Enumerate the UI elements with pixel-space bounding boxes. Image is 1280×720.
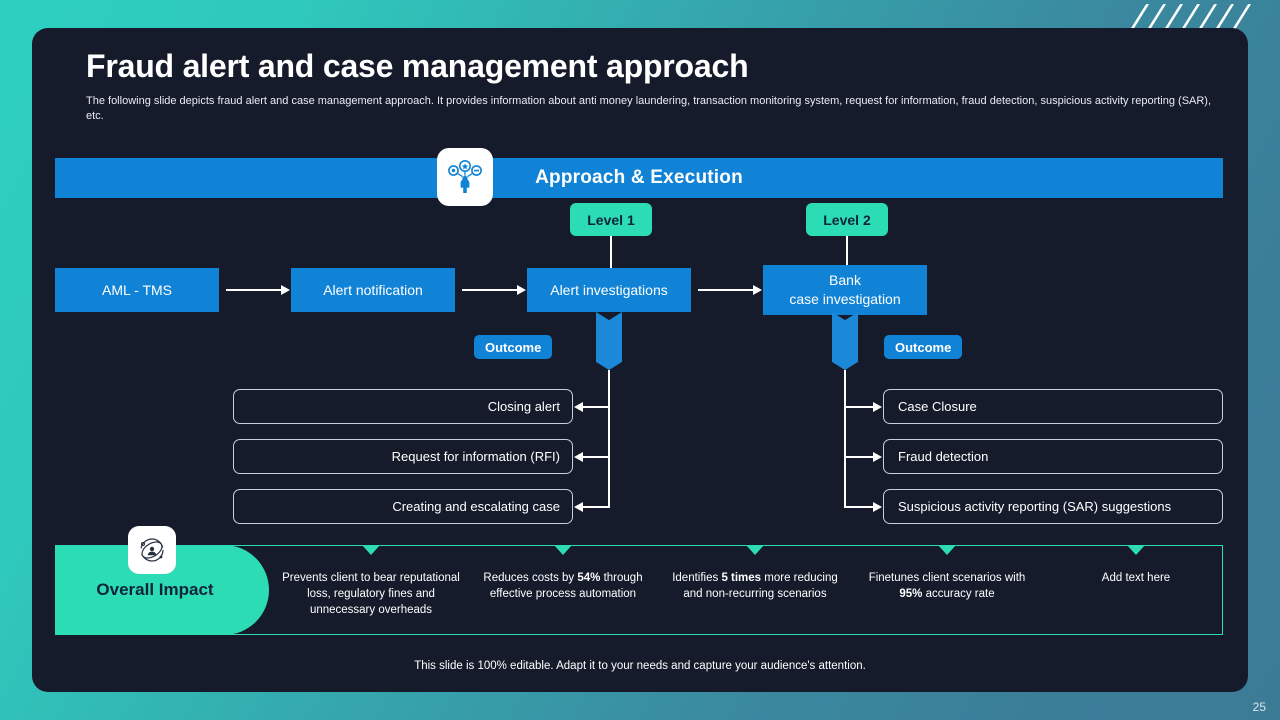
- process-box-alert-notification[interactable]: Alert notification: [291, 268, 455, 312]
- left-branch-arrow-2: [574, 453, 609, 461]
- level-badge-1[interactable]: Level 1: [570, 203, 652, 236]
- outcome-badge-right: Outcome: [884, 335, 963, 359]
- footer-note: This slide is 100% editable. Adapt it to…: [414, 660, 866, 672]
- right-branch-arrow-2: [844, 453, 882, 461]
- flow-arrow-2: [462, 285, 526, 295]
- right-outcome-box-1[interactable]: Case Closure: [883, 389, 1223, 424]
- flow-arrow-3: [698, 285, 762, 295]
- process-box-aml-tms-label: AML - TMS: [101, 281, 172, 298]
- outcome-badge-left: Outcome: [474, 335, 553, 359]
- impact-item-3: Identifies 5 times more reducing and non…: [664, 545, 846, 635]
- decorative-stripes: [1129, 4, 1258, 30]
- right-outcome-box-3-label: Suspicious activity reporting (SAR) sugg…: [898, 499, 1172, 514]
- approach-banner-label: Approach & Execution: [535, 167, 743, 188]
- process-box-alert-investigations-label: Alert investigations: [550, 281, 668, 298]
- impact-item-2-post: through effective process automation: [489, 572, 643, 600]
- right-outcome-box-3[interactable]: Suspicious activity reporting (SAR) sugg…: [883, 489, 1223, 524]
- impact-item-2: Reduces costs by 54% through effective p…: [472, 545, 654, 635]
- target-orbit-icon: [128, 526, 176, 574]
- outcome-badge-right-label: Outcome: [895, 339, 952, 355]
- impact-item-4: Finetunes client scenarios with 95% accu…: [856, 545, 1038, 635]
- impact-item-3-post: more reducing and non-recurring scenario…: [683, 572, 838, 600]
- right-branch-arrow-3: [844, 503, 882, 511]
- chevron-down-icon-left: [596, 312, 622, 370]
- slide-canvas: Fraud alert and case management approach…: [32, 28, 1248, 692]
- level-badge-2-label: Level 2: [823, 211, 871, 228]
- page-number: 25: [1252, 700, 1266, 714]
- outcome-badge-left-label: Outcome: [485, 339, 542, 355]
- level-badge-1-label: Level 1: [587, 211, 635, 228]
- right-outcome-box-2[interactable]: Fraud detection: [883, 439, 1223, 474]
- people-approach-icon: [437, 148, 493, 206]
- process-box-aml-tms[interactable]: AML - TMS: [55, 268, 219, 312]
- left-branch-arrow-1: [574, 403, 609, 411]
- right-outcome-box-1-label: Case Closure: [898, 399, 977, 414]
- impact-item-4-post: accuracy rate: [922, 588, 995, 600]
- page-subtitle: The following slide depicts fraud alert …: [86, 95, 1212, 122]
- process-box-alert-investigations[interactable]: Alert investigations: [527, 268, 691, 312]
- left-branch-line: [608, 370, 610, 508]
- impact-item-1: Prevents client to bear reputational los…: [280, 545, 462, 635]
- impact-item-4-pre: Finetunes client scenarios with: [868, 572, 1026, 584]
- chevron-down-icon-right: [832, 312, 858, 370]
- process-box-alert-notification-label: Alert notification: [323, 281, 423, 298]
- impact-item-3-pre: Identifies: [672, 572, 722, 584]
- left-outcome-box-1-label: Closing alert: [487, 399, 560, 414]
- impact-item-4-strong: 95%: [899, 588, 923, 600]
- overall-impact-label: Overall Impact: [96, 580, 214, 599]
- process-box-bank-line2: case investigation: [789, 291, 901, 307]
- left-outcome-box-3-label: Creating and escalating case: [392, 499, 560, 514]
- level-1-connector-arrow: [606, 236, 616, 276]
- left-outcome-box-2-label: Request for information (RFI): [391, 449, 560, 464]
- level-badge-2[interactable]: Level 2: [806, 203, 888, 236]
- left-outcome-box-2[interactable]: Request for information (RFI): [233, 439, 573, 474]
- impact-item-5-pre: Add text here: [1101, 572, 1171, 584]
- flow-arrow-1: [226, 285, 290, 295]
- left-outcome-box-3[interactable]: Creating and escalating case: [233, 489, 573, 524]
- page-title: Fraud alert and case management approach: [86, 48, 749, 84]
- process-box-bank-line1: Bank: [829, 272, 861, 288]
- approach-banner: Approach & Execution: [55, 158, 1223, 198]
- right-branch-arrow-1: [844, 403, 882, 411]
- process-box-bank-case-investigation[interactable]: Bank case investigation: [763, 265, 927, 315]
- left-outcome-box-1[interactable]: Closing alert: [233, 389, 573, 424]
- impact-item-2-pre: Reduces costs by: [483, 572, 578, 584]
- impact-item-5[interactable]: Add text here: [1048, 545, 1224, 635]
- impact-item-3-strong: 5 times: [721, 572, 762, 584]
- right-outcome-box-2-label: Fraud detection: [898, 449, 989, 464]
- left-branch-arrow-3: [574, 503, 609, 511]
- impact-item-2-strong: 54%: [577, 572, 601, 584]
- impact-item-1-pre: Prevents client to bear reputational los…: [282, 572, 460, 616]
- right-branch-line: [844, 370, 846, 508]
